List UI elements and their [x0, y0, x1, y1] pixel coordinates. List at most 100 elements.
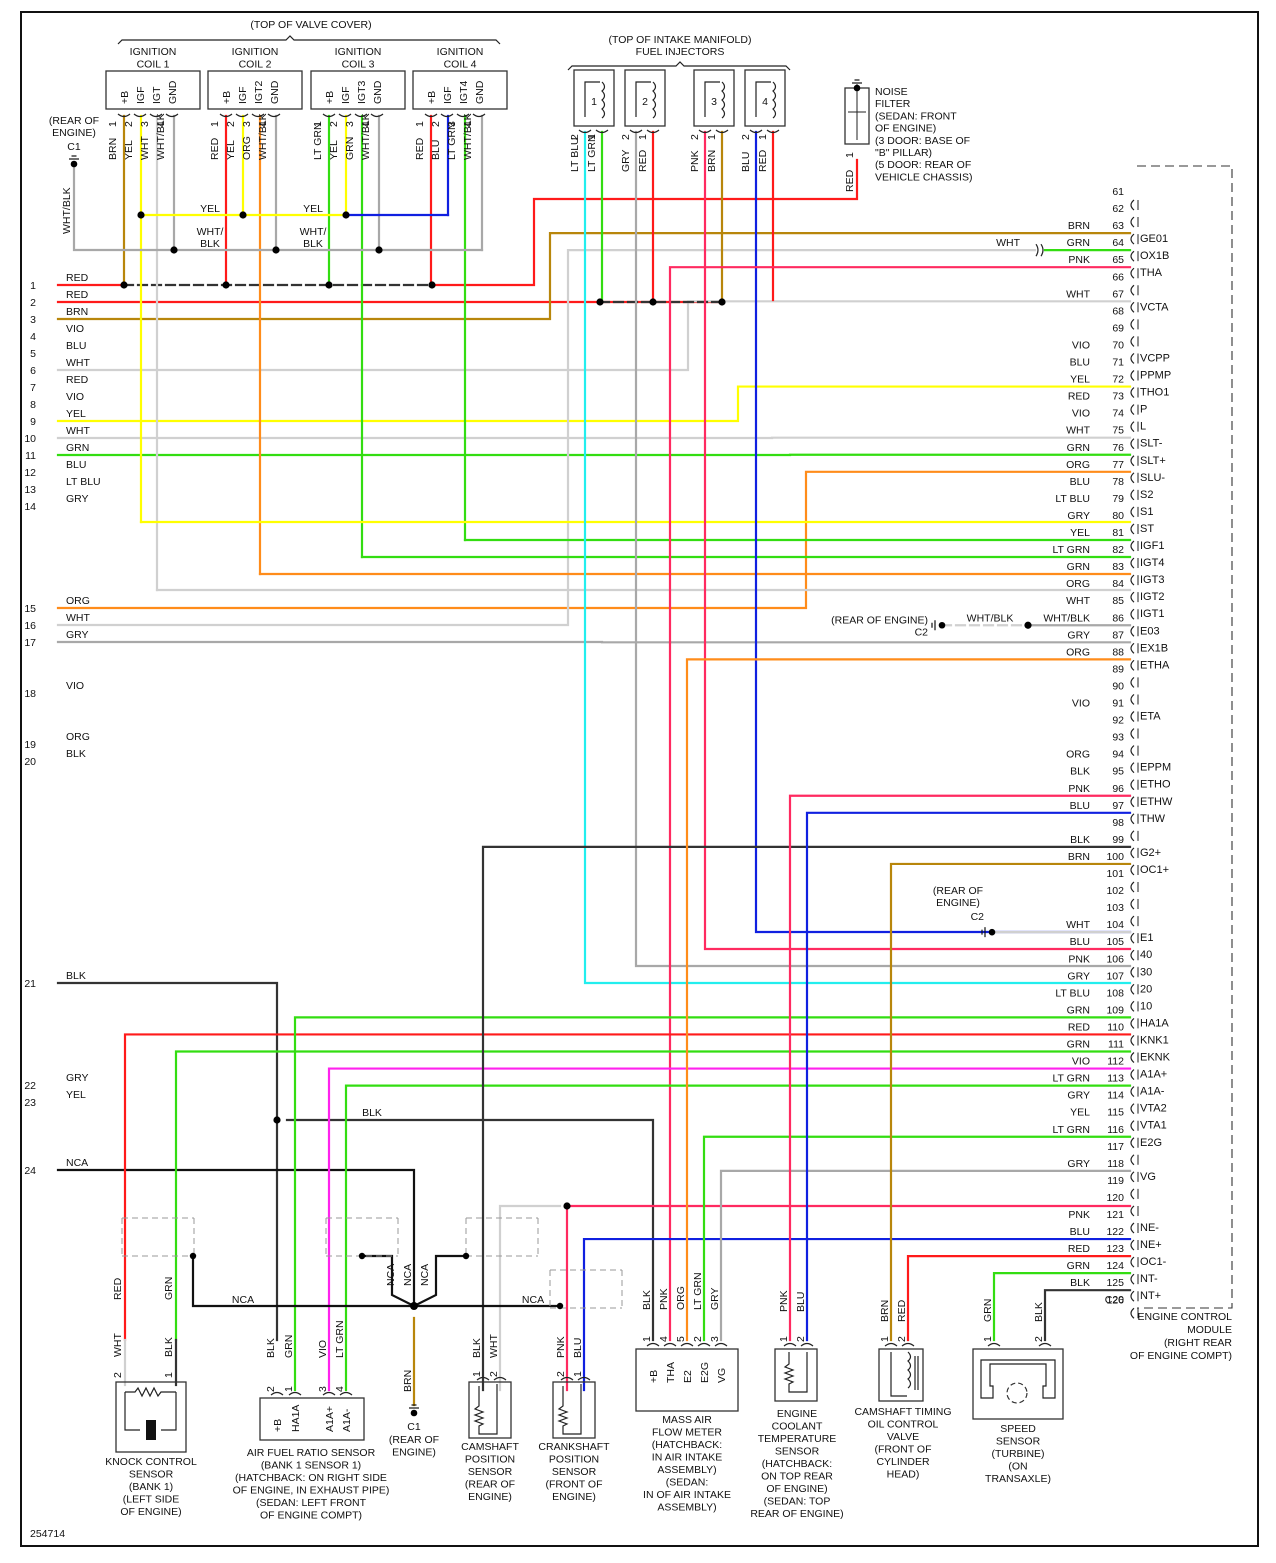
ecm-pin-number: 95 — [1112, 766, 1124, 778]
connector-pin-icon — [1130, 898, 1135, 910]
pin-number: 1 — [312, 121, 324, 127]
connector-pin-icon — [1130, 932, 1135, 944]
coil-title: IGNITION — [232, 46, 279, 58]
row-number: 8 — [30, 399, 36, 411]
ect-label: OF ENGINE) — [766, 1483, 827, 1495]
ecm-pin-number: 126 — [1106, 1294, 1124, 1306]
af-wire — [344, 1084, 1132, 1392]
wire-color-label: BLK — [471, 1338, 483, 1358]
connector-pin-icon — [1038, 1342, 1052, 1347]
connector-pin-icon — [1130, 796, 1135, 808]
pin-number: 1 — [778, 1336, 790, 1342]
speed-sensor-label: TRANSAXLE) — [985, 1473, 1051, 1485]
speed-sensor-label: SPEED — [1000, 1423, 1036, 1435]
wire-color-label: PNK — [658, 1288, 670, 1310]
wire-color-label: GRN — [982, 1299, 994, 1322]
connector-pin-icon — [1130, 301, 1135, 313]
wire-color-label: BLK — [1070, 834, 1090, 846]
fuel-injector-2 — [624, 69, 666, 127]
ecm-pin-number: 80 — [1112, 510, 1124, 522]
ecm-pin-name: A1A+ — [1140, 1069, 1167, 1081]
ecm-pin-name: 40 — [1140, 949, 1152, 961]
wire-color-label: ORG — [66, 731, 90, 743]
ecm-pin-number: 73 — [1112, 391, 1124, 403]
noise-filter-label: NOISE — [875, 86, 908, 98]
connector-pin-icon — [322, 113, 336, 118]
connector-pin-icon — [117, 113, 131, 118]
connector-pin-icon — [1130, 659, 1135, 671]
connector-pin-icon — [783, 1342, 797, 1347]
crankshaft-position-sensor-label: CRANKSHAFT — [538, 1441, 610, 1453]
ecm-pin-number: 94 — [1112, 749, 1124, 761]
injector-coil-icon — [721, 81, 726, 119]
coil-pin-name: IGF — [135, 87, 147, 105]
injector-number: 1 — [591, 96, 597, 108]
wire-color-label: BRN — [66, 306, 88, 318]
connector-pin-icon — [1130, 267, 1135, 279]
pin-number: 3 — [446, 121, 458, 127]
ckp-wire — [582, 1237, 1132, 1392]
fuel-injector-3 — [693, 69, 735, 127]
wire-color-label: GRN — [66, 442, 89, 454]
group-bracket — [567, 61, 791, 71]
wire-color-label: GRN — [1067, 237, 1090, 249]
ecm-pin-number: 87 — [1112, 629, 1124, 641]
crankshaft-position-sensor — [552, 1381, 596, 1439]
shield-icon — [549, 1269, 623, 1309]
coil-pin-name: IGF — [442, 87, 454, 105]
wire-color-label: BLU — [1070, 476, 1090, 488]
connector-pin-icon — [338, 113, 352, 118]
cmp-wire — [481, 845, 1132, 1392]
ecm-pin-name: EX1B — [1140, 642, 1168, 654]
ecm-pin-number: 121 — [1106, 1209, 1124, 1221]
injector-wire — [703, 130, 1132, 951]
wire-color-label: WHT/BLK — [257, 113, 269, 160]
ground-location: ENGINE) — [392, 1447, 436, 1459]
wire-color-label: BRN — [879, 1300, 891, 1322]
wire-color-label: ORG — [1066, 749, 1090, 761]
wire-color-label: BRN — [1068, 220, 1090, 232]
connector-pin-icon — [1130, 745, 1135, 757]
knock-sensor-label: (LEFT SIDE — [123, 1494, 179, 1506]
speed-sensor-label: (TURBINE) — [991, 1448, 1044, 1460]
connector-pin-icon — [424, 113, 438, 118]
knock-wire — [123, 1033, 1132, 1342]
wire-color-label: YEL — [200, 203, 220, 215]
ground-name: C1 — [67, 141, 81, 153]
row-number: 1 — [30, 280, 36, 292]
camshaft-position-sensor — [468, 1381, 512, 1439]
pin-number: 1 — [982, 1336, 994, 1342]
ecm-pin-number: 97 — [1112, 800, 1124, 812]
ect-label: COOLANT — [772, 1421, 823, 1433]
connector-pin-icon — [1130, 676, 1135, 688]
maf-label: FLOW METER — [652, 1427, 722, 1439]
wire-color-label: BLK — [1033, 1302, 1045, 1322]
connector-pin-icon — [219, 113, 233, 118]
fuel-injector-4 — [744, 69, 786, 127]
af-sensor — [259, 1397, 365, 1441]
ecm-pin-number: 106 — [1106, 953, 1124, 965]
wire-color-label: GRY — [66, 493, 89, 505]
ecm-pin-number: 77 — [1112, 459, 1124, 471]
connector-pin-icon — [1130, 728, 1135, 740]
knock-sensor-label: OF ENGINE) — [120, 1506, 181, 1518]
wire-color-label: GRN — [1067, 561, 1090, 573]
connector-pin-icon — [1130, 1307, 1135, 1319]
connector-pin-icon — [1130, 250, 1135, 262]
ecm-pin-number: 64 — [1112, 237, 1124, 249]
ecm-pin-number: 79 — [1112, 493, 1124, 505]
pin-number: 1 — [879, 1336, 891, 1342]
row-number: 21 — [24, 978, 36, 990]
connector-pin-icon — [1130, 1120, 1135, 1132]
ground-icon — [938, 621, 946, 629]
wire-color-label: YEL — [1070, 527, 1090, 539]
connector-pin-icon — [646, 1342, 660, 1347]
ecm-pin-number: 101 — [1106, 868, 1124, 880]
row-number: 5 — [30, 348, 36, 360]
af-sensor-label: OF ENGINE, IN EXHAUST PIPE) — [233, 1485, 390, 1497]
injector-coil-icon — [601, 81, 606, 119]
connector-pin-icon — [1130, 489, 1135, 501]
ecm-pin-number: 99 — [1112, 834, 1124, 846]
wire-color-label: NCA — [522, 1294, 544, 1306]
wire-color-label: GRY — [66, 629, 89, 641]
